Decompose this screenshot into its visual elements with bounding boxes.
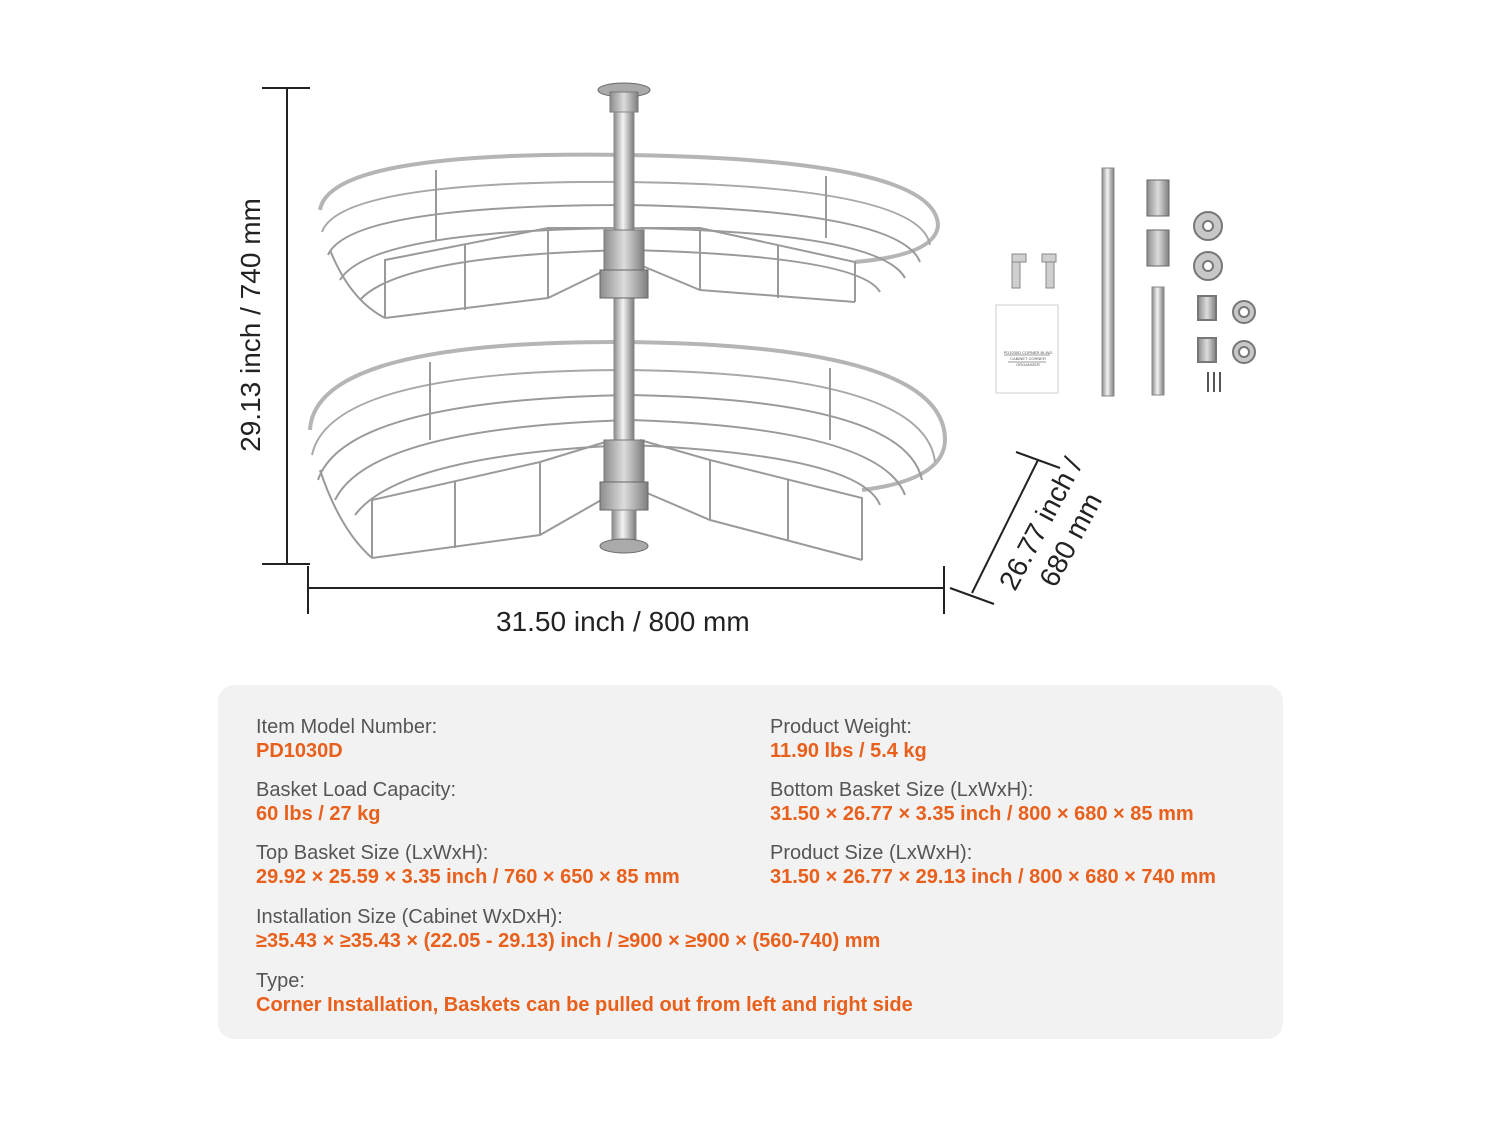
product-illustration — [262, 82, 1256, 614]
width-dimension-line — [307, 566, 945, 614]
spec-value: Corner Installation, Baskets can be pull… — [256, 994, 913, 1016]
spec-label: Item Model Number: — [256, 716, 438, 738]
spec-value: ≥35.43 × ≥35.43 × (22.05 - 29.13) inch /… — [256, 930, 881, 952]
instruction-manual — [995, 304, 1059, 394]
accessory-parts — [995, 167, 1256, 397]
screws — [1207, 372, 1221, 392]
spec-value: 60 lbs / 27 kg — [256, 803, 381, 825]
height-dimension-label: 29.13 inch / 740 mm — [235, 198, 266, 452]
spec-product-size: Product Size (LxWxH): 31.50 × 26.77 × 29… — [770, 841, 1216, 889]
spec-value: PD1030D — [256, 740, 343, 762]
height-dimension-line — [262, 87, 310, 565]
spec-label: Bottom Basket Size (LxWxH): — [770, 779, 1034, 801]
center-pole — [597, 82, 651, 554]
specs-panel: Item Model Number: PD1030D Product Weigh… — [218, 685, 1283, 1039]
spec-value: 31.50 × 26.77 × 29.13 inch / 800 × 680 ×… — [770, 866, 1216, 888]
spec-value: 11.90 lbs / 5.4 kg — [770, 740, 927, 762]
product-figure: 31.50 inch / 800 mm 29.13 inch / 740 mm … — [235, 82, 1256, 637]
spec-value: 29.92 × 25.59 × 3.35 inch / 760 × 650 × … — [256, 866, 680, 888]
spec-installation-size: Installation Size (Cabinet WxDxH): ≥35.4… — [256, 905, 880, 953]
spec-product-weight: Product Weight: 11.90 lbs / 5.4 kg — [770, 715, 927, 763]
spec-label: Type: — [256, 970, 305, 992]
spec-label: Top Basket Size (LxWxH): — [256, 842, 489, 864]
manual-cover-text: PD1030D CORNER BLIND CABINET CORNER ORGA… — [1003, 350, 1053, 367]
spec-type: Type: Corner Installation, Baskets can b… — [256, 969, 913, 1017]
pole-pieces — [1101, 167, 1170, 397]
spec-label: Product Size (LxWxH): — [770, 842, 973, 864]
spec-bottom-basket-size: Bottom Basket Size (LxWxH): 31.50 × 26.7… — [770, 778, 1194, 826]
spec-label: Product Weight: — [770, 716, 912, 738]
width-dimension-label: 31.50 inch / 800 mm — [496, 606, 750, 637]
spec-label: Basket Load Capacity: — [256, 779, 457, 801]
spec-model-number: Item Model Number: PD1030D — [256, 715, 437, 763]
flanges — [1193, 211, 1256, 364]
spec-top-basket-size: Top Basket Size (LxWxH): 29.92 × 25.59 ×… — [256, 841, 680, 889]
hooks — [1011, 253, 1057, 289]
depth-dimension-line — [949, 451, 1061, 605]
spec-load-capacity: Basket Load Capacity: 60 lbs / 27 kg — [256, 778, 456, 826]
spec-value: 31.50 × 26.77 × 3.35 inch / 800 × 680 × … — [770, 803, 1194, 825]
spec-label: Installation Size (Cabinet WxDxH): — [256, 906, 563, 928]
